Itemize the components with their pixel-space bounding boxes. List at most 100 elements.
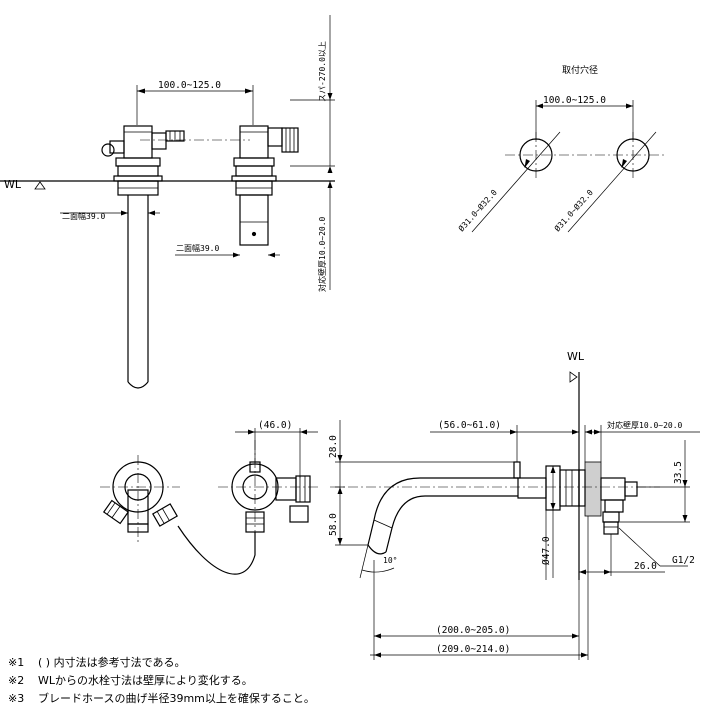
- braided-hose: [177, 525, 256, 575]
- left-valve-stem: [151, 132, 167, 150]
- arrow-head: [248, 429, 255, 435]
- arrow-head: [572, 633, 579, 639]
- spout-base: [517, 477, 547, 499]
- arrow-head: [245, 88, 253, 94]
- arrow-head: [626, 103, 633, 109]
- arrow-head: [550, 503, 556, 510]
- dim-spout-reach: スパ-270.0以上: [318, 41, 327, 102]
- left-side-fitting: [102, 499, 130, 525]
- note-mark: ※2: [8, 674, 24, 687]
- back-fitting: [604, 499, 624, 513]
- back-fitting-lower: [603, 521, 619, 535]
- dim-side-wall: 対応壁厚10.0~20.0: [607, 420, 683, 430]
- shank-dot: [251, 231, 257, 237]
- arrow-head: [524, 159, 530, 168]
- spout-upper-edge: [367, 477, 518, 546]
- arrow-head: [148, 210, 155, 216]
- wl-triangle-left: [34, 181, 46, 190]
- arrow-head: [327, 166, 333, 173]
- arrow-head: [572, 429, 579, 435]
- note-text: WLからの水栓寸法は壁厚により変化する。: [38, 673, 253, 687]
- note-text: ブレードホースの曲げ半径39mm以上を確保すること。: [38, 691, 315, 705]
- wl-label-right: WL: [567, 350, 585, 363]
- arrow-head: [604, 569, 611, 575]
- dim-side-56-61: (56.0~61.0): [438, 420, 501, 431]
- arrow-head: [300, 429, 307, 435]
- angle-line: [359, 544, 369, 579]
- dim-side-47: Ø47.0: [541, 536, 552, 565]
- right-shank: [239, 194, 269, 246]
- arrow-head: [510, 429, 517, 435]
- note-text: ( ) 内寸法は参考寸法である。: [38, 655, 185, 669]
- right-valve-knob: [267, 127, 283, 147]
- side-view: WL 28.0 58.0: [328, 350, 700, 660]
- right-nut: [235, 165, 273, 177]
- dim-flats-left: 二面幅39.0: [62, 211, 105, 221]
- arrow-head: [337, 455, 343, 462]
- spout-stem: [513, 461, 521, 479]
- back-valve-knob: [624, 481, 638, 497]
- left-flange: [115, 157, 161, 167]
- left-side-knob: [101, 143, 115, 157]
- left-hose-fitting: [152, 503, 178, 527]
- arrow-head: [579, 569, 586, 575]
- notes: ※1 ( ) 内寸法は参考寸法である。 ※2 WLからの水栓寸法は壁厚により変化…: [8, 655, 315, 705]
- hole-title: 取付穴径: [562, 64, 598, 76]
- wall-section: [584, 461, 602, 517]
- mounting-hole-diagram: 取付穴径 100.0~125.0 Ø31.0~Ø32.0 Ø31.0~Ø32.0: [456, 64, 665, 233]
- dim-side-209-214: (209.0~214.0): [436, 644, 510, 655]
- wl-label-left: WL: [4, 178, 22, 191]
- note-mark: ※1: [8, 656, 24, 669]
- arrow-head: [268, 252, 275, 258]
- dim-side-26: 26.0: [634, 561, 657, 572]
- back-valve: [600, 477, 626, 501]
- leader-hole-left: [471, 131, 561, 233]
- right-hose-fitting: [289, 505, 309, 523]
- arrow-head: [594, 429, 601, 435]
- front-view: WL 100.0~125.0 二面幅39.0: [0, 15, 335, 389]
- right-handle: [275, 477, 297, 501]
- dim-hole-dia-right: Ø31.0~Ø32.0: [552, 187, 595, 233]
- dim-side-g12: G1/2: [672, 555, 695, 566]
- left-valve-body: [123, 125, 153, 159]
- right-valve-body: [239, 125, 269, 159]
- arrow-head: [536, 103, 543, 109]
- spout-lower-edge: [385, 495, 518, 553]
- dim-plan-46: (46.0): [258, 420, 292, 431]
- leader-hole-right: [567, 131, 657, 233]
- plan-view: (46.0): [100, 420, 318, 575]
- arrow-head: [137, 88, 145, 94]
- dim-wall-thickness: 対応壁厚10.0~20.0: [317, 216, 327, 292]
- right-flange: [233, 157, 275, 167]
- fitting-line: [111, 506, 121, 518]
- dim-side-200-205: (200.0~205.0): [436, 625, 510, 636]
- right-washer: [231, 175, 277, 182]
- arrow-head: [374, 652, 381, 658]
- fitting-line: [162, 508, 170, 521]
- wall-nut: [578, 469, 586, 507]
- note-mark: ※3: [8, 692, 24, 705]
- wl-triangle-right: [569, 371, 578, 383]
- arrow-head: [327, 181, 333, 188]
- arrow-head: [581, 652, 588, 658]
- dim-side-angle: 10°: [383, 556, 397, 565]
- arrow-head: [327, 93, 333, 100]
- left-washer: [113, 175, 163, 182]
- dim-side-28: 28.0: [328, 435, 339, 458]
- right-handle-end: [295, 475, 311, 503]
- left-nut: [117, 165, 159, 177]
- fitting-line: [106, 502, 116, 515]
- arrow-head: [682, 515, 688, 522]
- dim-side-33-5: 33.5: [673, 461, 684, 484]
- left-tube-end: [127, 381, 149, 389]
- arrow-head: [233, 252, 240, 258]
- dim-flats-right: 二面幅39.0: [176, 243, 219, 253]
- arrow-head: [550, 466, 556, 473]
- fitting-box: [152, 503, 178, 527]
- spout-aerator-line: [373, 519, 393, 529]
- arrow-head: [621, 159, 627, 168]
- wall-plate: [559, 469, 580, 507]
- arrow-head: [682, 480, 688, 487]
- left-side-cap: [109, 140, 125, 154]
